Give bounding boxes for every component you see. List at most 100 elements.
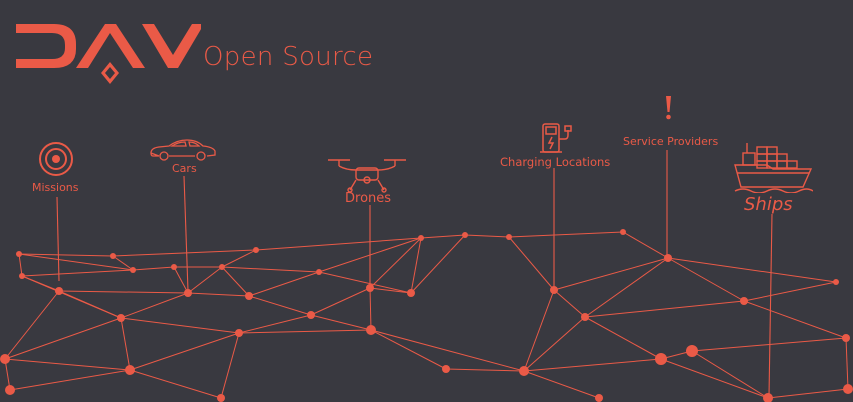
network-node: [253, 247, 259, 253]
network-edge: [445, 368, 525, 372]
network-node: [184, 289, 192, 297]
network-edge: [691, 337, 847, 352]
network-edge: [584, 316, 662, 360]
network-edge: [410, 234, 466, 294]
network-node: [833, 279, 839, 285]
network-edge: [691, 350, 769, 399]
network-node: [740, 297, 748, 305]
network-edge: [220, 332, 240, 399]
network-edge: [584, 257, 669, 318]
network-edge: [238, 329, 372, 334]
network-edge: [248, 271, 320, 297]
exclamation-icon: [666, 96, 671, 120]
network-edge: [508, 231, 624, 238]
network-edge: [238, 314, 312, 334]
missions-label: Missions: [32, 181, 79, 194]
network-node: [217, 394, 225, 402]
network-edge: [4, 358, 131, 371]
network-node: [117, 314, 125, 322]
network-edge: [132, 266, 175, 271]
charging-station-icon: [540, 123, 572, 153]
network-node: [307, 311, 315, 319]
network-edge: [129, 332, 240, 371]
network-edge: [120, 317, 131, 371]
network-edge: [660, 358, 769, 399]
charging-label: Charging Locations: [500, 155, 611, 169]
network-node: [316, 269, 322, 275]
network-edge: [112, 249, 257, 257]
network-edge: [120, 292, 189, 319]
network-edge: [369, 287, 372, 331]
network-edge: [221, 266, 320, 273]
network-node: [506, 234, 512, 240]
network-edge: [187, 266, 223, 294]
car-icon: [150, 139, 216, 161]
network-edge: [4, 358, 11, 391]
network-node: [245, 292, 253, 300]
network-node: [595, 394, 603, 402]
network-node: [0, 354, 10, 364]
network-node: [655, 353, 667, 365]
network-edge: [9, 369, 131, 391]
label-connector-line: [183, 175, 189, 292]
network-node: [462, 232, 468, 238]
network-edge: [58, 290, 189, 294]
service-label: Service Providers: [623, 135, 719, 148]
network-edge: [767, 388, 849, 399]
cars-label: Cars: [172, 162, 197, 175]
network-node: [442, 365, 450, 373]
network-edge: [420, 234, 466, 239]
network-edge: [129, 369, 222, 399]
network-node: [519, 366, 529, 376]
network-edge: [553, 257, 669, 291]
network-node: [5, 385, 15, 395]
network-edge: [310, 314, 372, 331]
network-edge: [845, 337, 849, 390]
network-edge: [21, 275, 122, 319]
network-node: [110, 253, 116, 259]
network-edge: [187, 292, 250, 297]
network-node: [664, 254, 672, 262]
network-edge: [622, 231, 669, 259]
network-edge: [410, 237, 422, 294]
ships-label: Ships: [744, 194, 793, 215]
network-edge: [667, 257, 745, 302]
dav-logo: [16, 24, 201, 84]
network-edge: [21, 269, 134, 277]
network-edge: [523, 289, 555, 372]
network-node: [843, 384, 853, 394]
label-connector-line: [56, 196, 60, 282]
label-connector-line: [768, 213, 773, 397]
network-node: [842, 334, 850, 342]
network-edge: [584, 300, 745, 318]
network-edge: [18, 253, 134, 271]
network-edge: [553, 289, 586, 318]
network-edge: [464, 234, 510, 238]
network-edge: [370, 329, 525, 372]
network-edge: [221, 266, 250, 297]
network-edge: [667, 257, 837, 283]
network-node: [620, 229, 626, 235]
network-node: [130, 267, 136, 273]
target-icon: [39, 142, 73, 176]
network-node: [16, 251, 22, 257]
network-node: [686, 345, 698, 357]
network-node: [235, 329, 243, 337]
network-edge: [369, 287, 412, 294]
ship-icon: [734, 143, 813, 193]
network-edge: [523, 316, 586, 372]
network-edge: [112, 255, 134, 271]
network-edge: [255, 237, 422, 251]
network-node: [19, 273, 25, 279]
logo-suffix: Open Source: [203, 42, 374, 72]
network-edge: [173, 266, 189, 294]
network-edge: [743, 281, 837, 302]
network-edge: [318, 271, 412, 294]
network-edge: [248, 295, 312, 316]
network-node: [219, 264, 225, 270]
network-edge: [310, 287, 371, 316]
network-node: [418, 235, 424, 241]
network-edge: [120, 317, 240, 334]
drones-label: Drones: [345, 191, 392, 206]
